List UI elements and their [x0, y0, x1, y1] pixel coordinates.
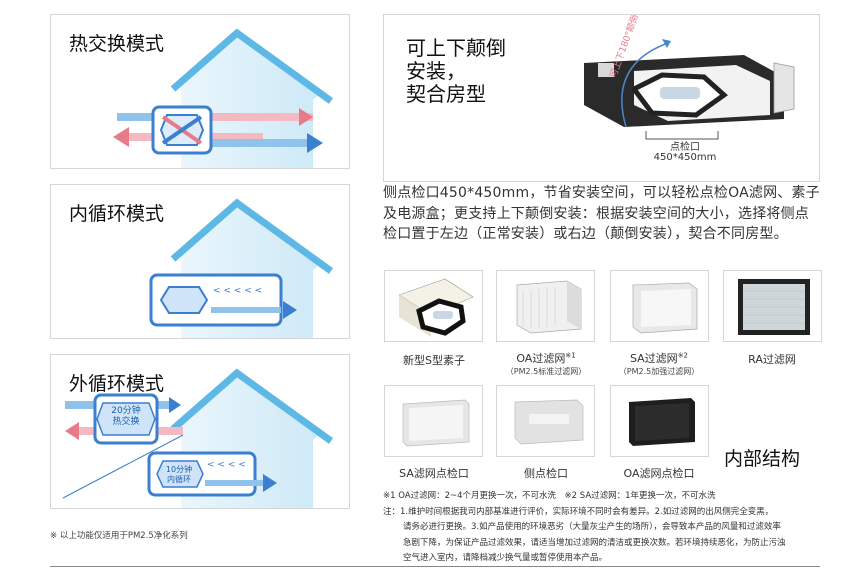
- note-line: 急剧下降，为保证产品过滤效果，请适当增加过滤网的清洁或更换次数。若环境持续恶化，…: [403, 537, 786, 548]
- heat-exchange-mode-card: 热交换模式: [50, 14, 350, 169]
- pm25-footnote: ※ 以上功能仅适用于PM2.5净化系列: [50, 531, 188, 541]
- install-title-line: 安装，: [406, 59, 466, 83]
- oa-filter-inspection-port-thumb: [610, 385, 709, 457]
- badge-duration: 20分钟: [111, 406, 141, 416]
- heat-exchange-diagram: [113, 28, 334, 168]
- house-roof: [170, 198, 334, 274]
- external-circulation-diagram: < < < <: [62, 368, 334, 508]
- bottom-divider: [50, 566, 820, 567]
- svg-text:< < < < <: < < < < <: [213, 286, 262, 296]
- heat-exchange-mode-title: 热交换模式: [69, 33, 165, 55]
- part-label: 侧点检口: [524, 467, 568, 480]
- internal-circulation-diagram: < < < < < > > > > >: [149, 198, 334, 338]
- install-title: 可上下颠倒 安装， 契合房型: [406, 37, 546, 106]
- ra-filter-thumb: [723, 270, 822, 342]
- note-line: ※1 OA过滤网：2~4个月更换一次，不可水洗 ※2 SA过滤网：1年更换一次，…: [383, 491, 716, 501]
- side-inspection-port-thumb: [496, 385, 595, 457]
- note-line: 请务必进行更换。3.如产品使用的环境恶劣（大量灰尘产生的场所），会导致本产品的风…: [403, 522, 781, 532]
- unit-product-illustration: [584, 39, 795, 140]
- note-line: 空气进入室内，请降档减少换气量或暂停使用本产品。: [403, 553, 608, 563]
- upside-down-install-panel: 可上下颠倒 安装， 契合房型 可上下180°颠倒 点检口 450*450mm: [383, 14, 820, 182]
- inspection-port-label: 点检口: [670, 142, 700, 153]
- part-label: SA滤网点检口: [399, 467, 469, 480]
- external-circulation-mode-card: 外循环模式 < < < < 20分钟 热交换 10分钟 内循环: [50, 354, 350, 509]
- part-label: 新型S型素子: [403, 354, 465, 367]
- part-label: OA过滤网※1: [516, 351, 576, 365]
- external-circulation-mode-title: 外循环模式: [69, 373, 165, 395]
- house-roof: [170, 368, 334, 444]
- install-description: 侧点检口450*450mm，节省安装空间，可以轻松点检OA滤网、素子及电源盒；更…: [383, 185, 820, 242]
- part-sublabel: （PM2.5标准过滤网）: [505, 367, 587, 376]
- house-roof: [170, 28, 334, 104]
- internal-circulation-mode-card: 内循环模式 < < < < < > > > > >: [50, 184, 350, 339]
- internal-circulation-badge: 10分钟 内循环: [159, 465, 199, 485]
- install-title-line: 契合房型: [406, 82, 486, 106]
- sa-filter-thumb: [610, 270, 709, 342]
- badge-mode: 热交换: [112, 417, 140, 427]
- badge-mode: 内循环: [167, 475, 191, 484]
- s-type-element-thumb: [384, 270, 483, 342]
- svg-text:< < < <: < < < <: [207, 460, 246, 470]
- install-title-line: 可上下颠倒: [406, 36, 506, 60]
- circulation-arrow: [283, 301, 297, 319]
- sa-filter-inspection-port-thumb: [384, 385, 483, 457]
- maintenance-notes: ※1 OA过滤网：2~4个月更换一次，不可水洗 ※2 SA过滤网：1年更换一次，…: [383, 489, 833, 567]
- fresh-air-arrow: [307, 133, 323, 153]
- part-label: SA过滤网※2: [629, 351, 689, 365]
- badge-duration: 10分钟: [165, 465, 193, 474]
- inspection-port-size: 450*450mm: [653, 152, 717, 163]
- exhaust-arrow: [113, 127, 129, 147]
- oa-filter-thumb: [496, 270, 595, 342]
- inner-structure-heading: 内部结构: [724, 448, 801, 470]
- note-line: 注：1.维护时间根据我司内部基准进行评价，实际环境不同时会有差异。2.如过滤网的…: [383, 506, 774, 517]
- part-label: OA滤网点检口: [623, 467, 695, 480]
- heat-exchange-badge: 20分钟 热交换: [106, 406, 146, 428]
- internal-circulation-mode-title: 内循环模式: [69, 203, 165, 225]
- part-label: RA过滤网: [748, 353, 796, 366]
- part-sublabel: （PM2.5加强过滤网）: [618, 367, 700, 376]
